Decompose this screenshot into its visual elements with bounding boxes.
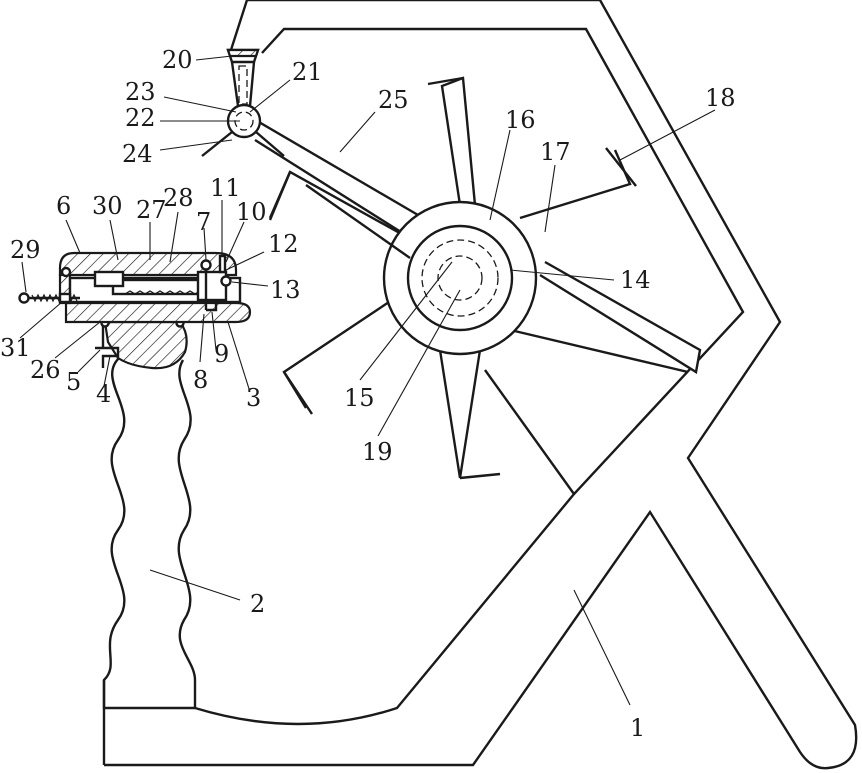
label-10: 10 — [236, 198, 267, 226]
label-22: 22 — [125, 104, 156, 132]
clamp-assembly — [20, 253, 251, 322]
label-26: 26 — [30, 356, 61, 384]
label-28: 28 — [163, 184, 194, 212]
label-16: 16 — [505, 106, 536, 134]
label-8: 8 — [193, 366, 208, 394]
label-5: 5 — [66, 368, 81, 396]
label-14: 14 — [620, 266, 651, 294]
label-1: 1 — [630, 714, 645, 742]
label-12: 12 — [268, 230, 299, 258]
label-2: 2 — [250, 590, 265, 618]
label-9: 9 — [214, 340, 229, 368]
label-4: 4 — [96, 380, 111, 408]
label-18: 18 — [705, 84, 736, 112]
label-25: 25 — [378, 86, 409, 114]
main-frame — [104, 0, 856, 768]
label-3: 3 — [246, 384, 261, 412]
label-6: 6 — [56, 192, 71, 220]
label-21: 21 — [292, 58, 323, 86]
label-19: 19 — [362, 438, 393, 466]
label-27: 27 — [136, 196, 167, 224]
label-23: 23 — [125, 78, 156, 106]
label-13: 13 — [270, 276, 301, 304]
label-24: 24 — [122, 140, 153, 168]
label-20: 20 — [162, 46, 193, 74]
label-30: 30 — [92, 192, 123, 220]
label-17: 17 — [540, 138, 571, 166]
label-29: 29 — [10, 236, 41, 264]
bellows-column — [104, 357, 195, 765]
label-15: 15 — [344, 384, 375, 412]
label-31: 31 — [0, 334, 31, 362]
label-7: 7 — [196, 208, 211, 236]
